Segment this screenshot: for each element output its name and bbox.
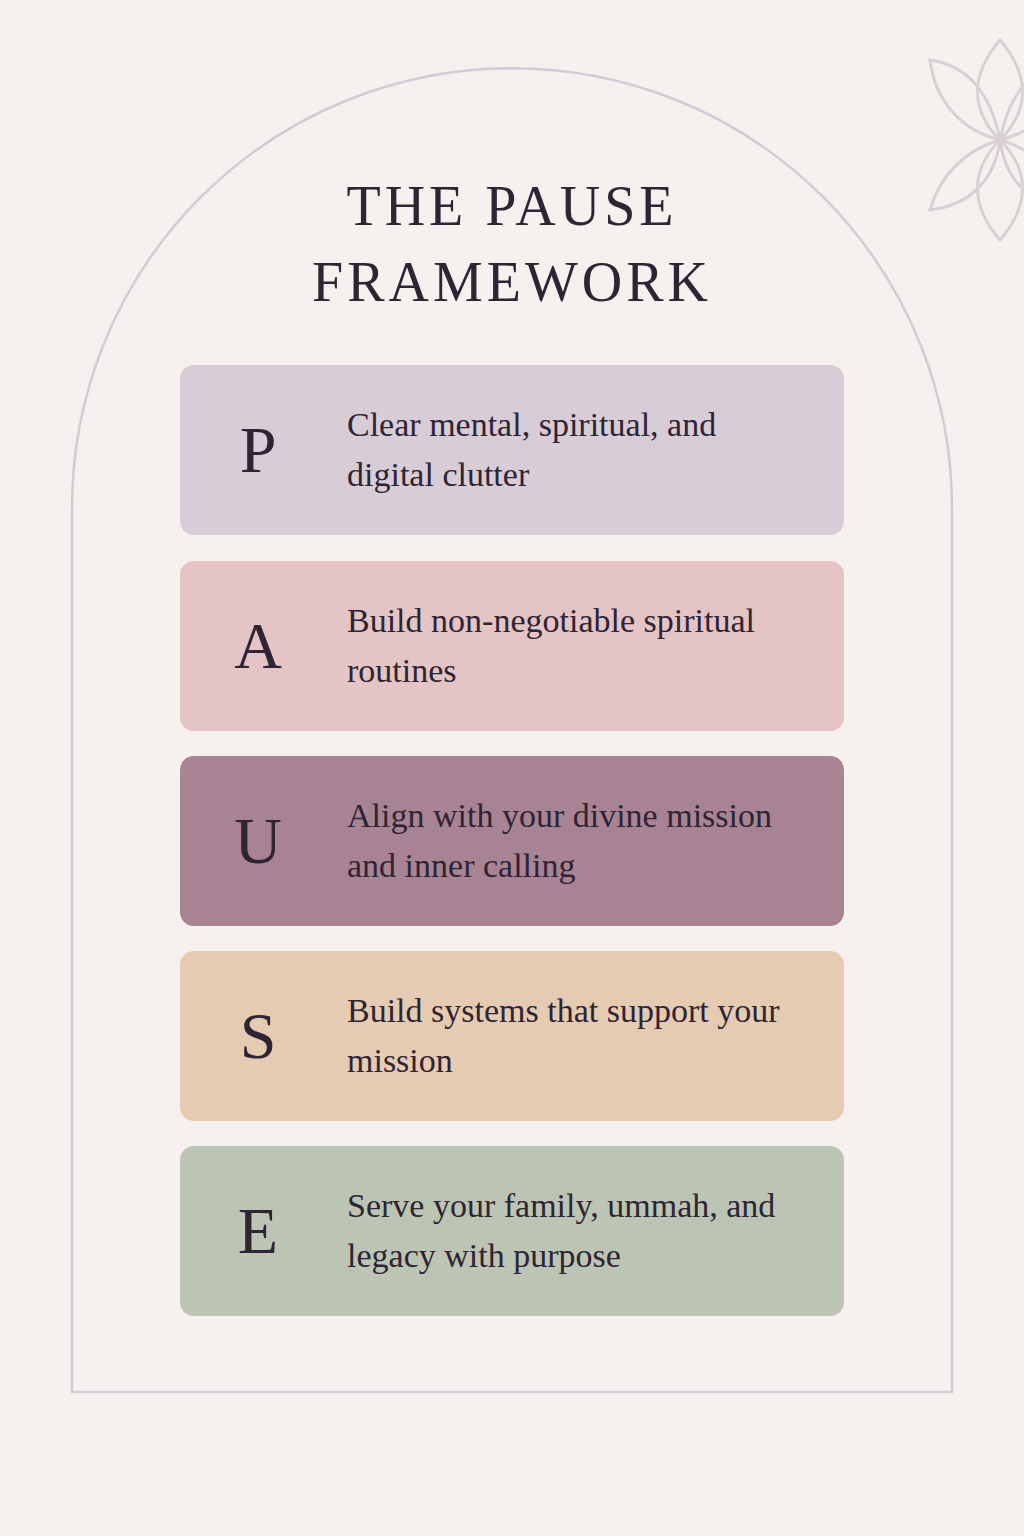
step-letter: S (210, 1001, 306, 1071)
step-description: Serve your family, ummah, and legacy wit… (347, 1181, 807, 1281)
framework-step-box: E Serve your family, ummah, and legacy wi… (180, 1146, 844, 1316)
step-description: Clear mental, spiritual, and digital clu… (347, 400, 807, 500)
lotus-ornament (930, 40, 1024, 240)
step-letter: P (210, 415, 306, 485)
arch-outline (72, 68, 952, 1392)
step-description: Align with your divine mission and inner… (347, 791, 807, 891)
step-letter: A (210, 611, 306, 681)
step-description: Build non-negotiable spiritual routines (347, 596, 807, 696)
step-description: Build systems that support your mission (347, 986, 807, 1086)
framework-step-box: A Build non-negotiable spiritual routines (180, 561, 844, 731)
framework-step-box: U Align with your divine mission and inne… (180, 756, 844, 926)
step-letter: U (210, 806, 306, 876)
step-letter: E (210, 1196, 306, 1266)
title: THE PAUSE FRAMEWORK (282, 168, 742, 320)
framework-step-box: P Clear mental, spiritual, and digital cl… (180, 365, 844, 535)
framework-step-box: S Build systems that support your mission (180, 951, 844, 1121)
